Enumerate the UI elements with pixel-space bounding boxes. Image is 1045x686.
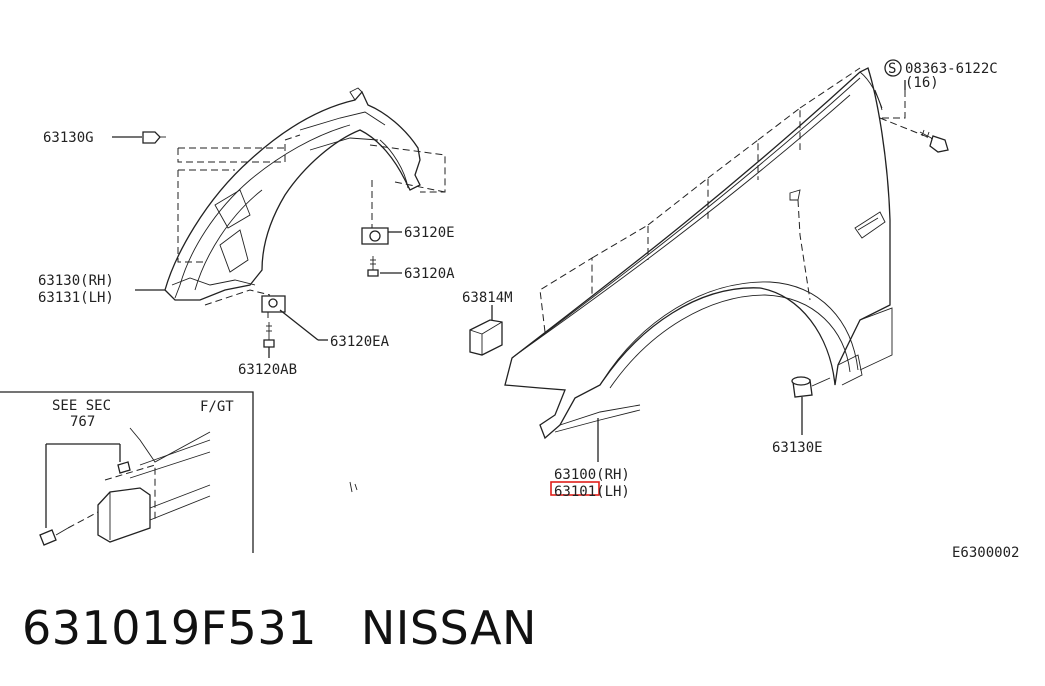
label-63131lh: 63131(LH): [38, 290, 114, 306]
inset-fgt-detail: [0, 391, 254, 553]
fender-dashed-guides: [539, 67, 936, 333]
label-63120a: 63120A: [404, 266, 455, 282]
fender-protector-drawing: [164, 87, 421, 301]
label-see-sec: SEE SEC: [52, 398, 111, 414]
screw-63120a-drawing: [367, 256, 402, 277]
clip-63130g-drawing: [112, 131, 166, 144]
part-number: 631019F531: [22, 601, 317, 655]
label-08363-6122c: 08363-6122C: [905, 61, 998, 77]
stray-mark: [349, 481, 358, 493]
label-diagram-code: E6300002: [952, 545, 1019, 561]
s-symbol-circle: [884, 59, 902, 77]
label-63120e: 63120E: [404, 225, 455, 241]
label-63814m: 63814M: [462, 290, 513, 306]
label-63120ab: 63120AB: [238, 362, 297, 378]
clip-63120ea-drawing: [261, 295, 328, 341]
highlight-box-63101: [550, 481, 600, 496]
bolt-08363-drawing: [904, 80, 949, 153]
label-fgt: F/GT: [200, 399, 234, 415]
label-63130e: 63130E: [772, 440, 823, 456]
parts-diagram: 63130G 63130(RH) 63131(LH) 63120E 63120A: [0, 59, 1019, 561]
label-63130g: 63130G: [43, 130, 94, 146]
label-63120ea: 63120EA: [330, 334, 390, 350]
label-s-symbol: S: [888, 61, 896, 77]
clip-63120e-drawing: [361, 227, 402, 245]
grommet-63130e-drawing: [791, 376, 831, 435]
label-08363-qty: (16): [905, 75, 939, 91]
part-caption: 631019F531 NISSAN: [22, 598, 537, 658]
label-63101lh: 63101(LH): [554, 484, 630, 500]
label-63100rh: 63100(RH): [554, 467, 630, 483]
front-fender-drawing: [504, 67, 893, 440]
brand-name: NISSAN: [360, 601, 537, 655]
label-63130rh: 63130(RH): [38, 273, 114, 289]
label-see-sec-number: 767: [70, 414, 95, 430]
left-dashed-guides: [177, 134, 446, 318]
screw-63120ab-drawing: [263, 322, 275, 358]
pad-63814m-drawing: [469, 305, 503, 356]
